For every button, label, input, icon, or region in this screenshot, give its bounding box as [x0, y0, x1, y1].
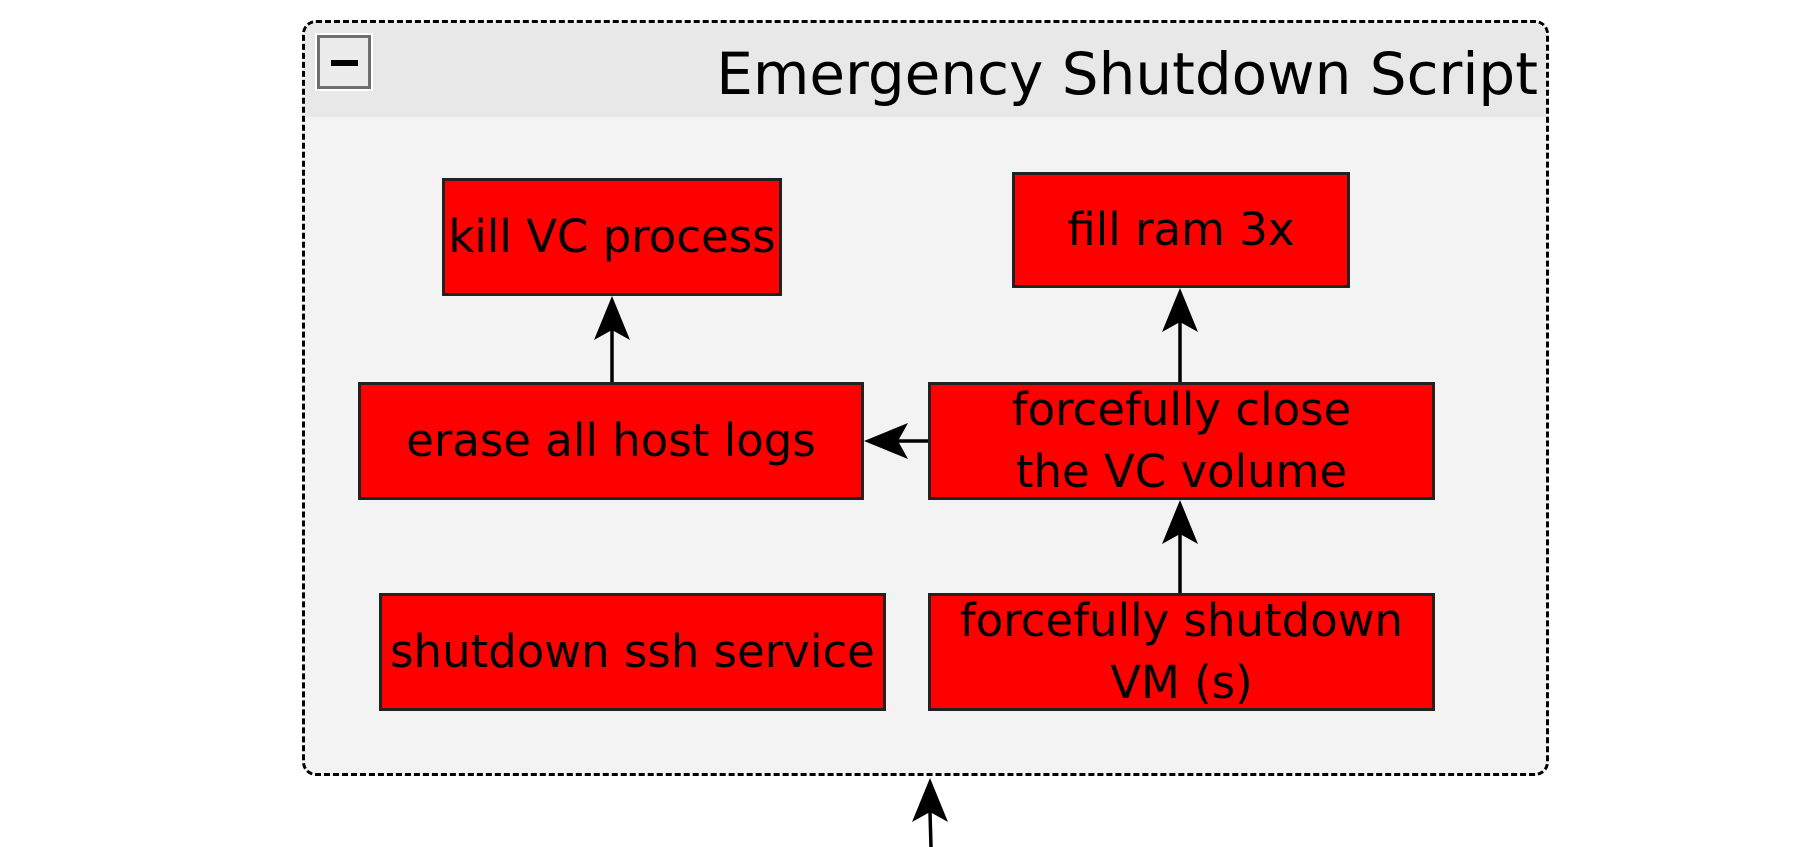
node-shutdown-vms[interactable]: forcefully shutdown VM (s): [928, 593, 1435, 711]
node-erase-host-logs[interactable]: erase all host logs: [358, 382, 864, 500]
node-close-vc-volume[interactable]: forcefully close the VC volume: [928, 382, 1435, 500]
edge-external-to-group: [912, 778, 948, 847]
node-label: erase all host logs: [406, 414, 816, 467]
collapse-button[interactable]: [315, 33, 373, 91]
group-title: Emergency Shutdown Script: [716, 40, 1538, 108]
node-label: shutdown ssh service: [390, 625, 875, 678]
node-label: kill VC process: [448, 210, 776, 263]
node-shutdown-ssh-service[interactable]: shutdown ssh service: [379, 593, 886, 711]
group-header: Emergency Shutdown Script: [305, 23, 1546, 117]
node-label: fill ram 3x: [1067, 203, 1295, 256]
node-fill-ram[interactable]: fill ram 3x: [1012, 172, 1350, 288]
minus-icon: [331, 60, 358, 66]
node-kill-vc-process[interactable]: kill VC process: [442, 178, 782, 296]
node-label: forcefully shutdown VM (s): [959, 594, 1404, 709]
node-label: forcefully close the VC volume: [1011, 383, 1352, 498]
